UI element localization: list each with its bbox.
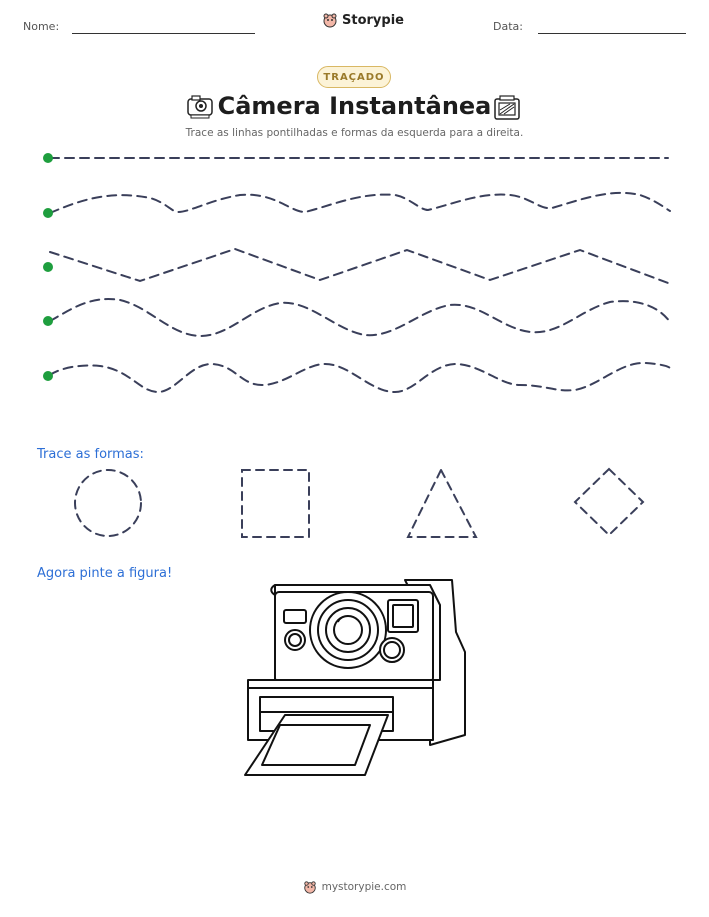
instructions: Trace as linhas pontilhadas e formas da … <box>185 127 524 139</box>
start-dot <box>43 208 53 218</box>
name-label: Nome: <box>23 20 60 33</box>
shapes-section-label: Trace as formas: <box>37 447 144 462</box>
activity-badge: TRAÇADO <box>317 66 391 88</box>
camera-right-icon <box>492 94 522 122</box>
instant-camera-illustration <box>244 579 466 776</box>
footer-site: mystorypie.com <box>321 881 407 893</box>
storypie-mascot-icon <box>323 13 337 28</box>
start-dot <box>43 371 53 381</box>
tracing-lines <box>43 153 671 394</box>
trace-square <box>241 469 310 538</box>
start-dot <box>43 316 53 326</box>
trace-line-zigzag <box>49 247 669 284</box>
trace-triangle <box>406 467 478 538</box>
start-dot <box>43 262 53 272</box>
trace-line-gentle-wave <box>49 191 671 214</box>
date-label: Data: <box>493 20 523 33</box>
storypie-mascot-icon <box>303 881 316 894</box>
date-field[interactable] <box>538 33 686 34</box>
page-title: Câmera Instantânea <box>217 92 492 120</box>
coloring-section-label: Agora pinte a figura! <box>37 566 173 581</box>
trace-shapes <box>74 467 645 538</box>
brand-name: Storypie <box>342 12 404 28</box>
trace-diamond <box>573 467 645 537</box>
trace-line-tight-wave <box>49 361 671 394</box>
brand-logo: Storypie <box>322 12 404 28</box>
footer: mystorypie.com <box>0 880 709 894</box>
trace-line-wave <box>49 298 671 338</box>
camera-left-icon <box>186 94 216 120</box>
start-dot <box>43 153 53 163</box>
trace-circle <box>74 469 142 537</box>
name-field[interactable] <box>72 33 255 34</box>
